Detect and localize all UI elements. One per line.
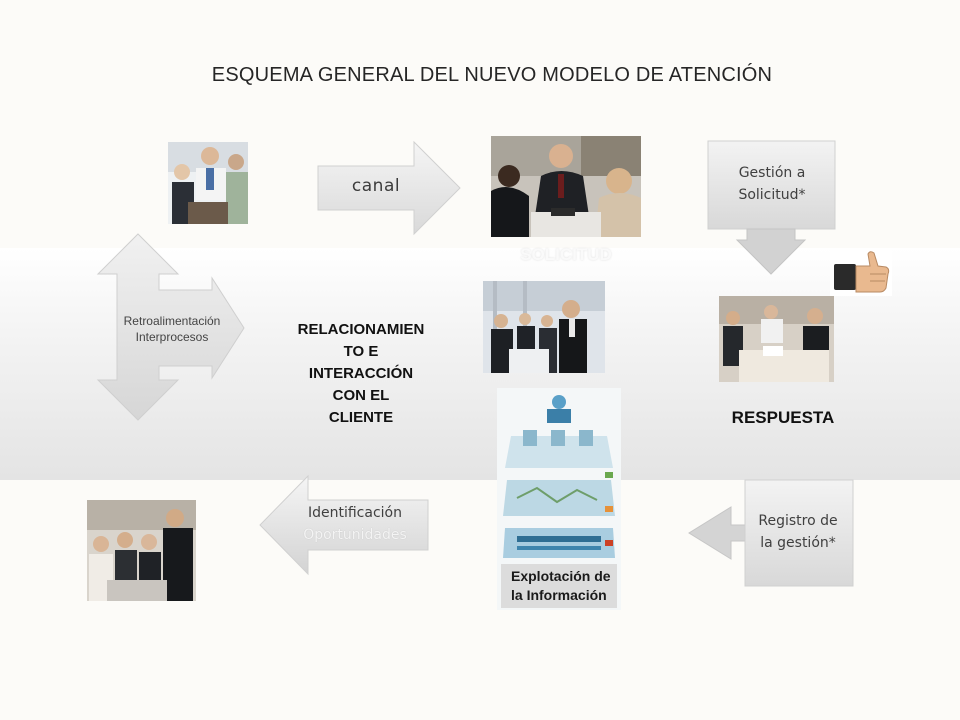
gestion-solicitud-label: Gestión a Solicitud* (712, 162, 832, 206)
relacionamiento-line-1: RELACIONAMIEN (297, 321, 425, 338)
relacionamiento-line-2: TO E (343, 343, 379, 360)
registro-gestion-label: Registro de la gestión* (748, 510, 848, 554)
identificacion-line1: Identificación (307, 505, 402, 521)
retro-line1: Retroalimentación (123, 314, 221, 328)
registro-line2: la gestión* (760, 535, 836, 551)
gestion-line2: Solicitud* (738, 187, 806, 203)
gestion-line1: Gestión a (738, 165, 806, 181)
identificacion-label: Identificación Oportunidades (290, 502, 420, 546)
canal-label: canal (351, 176, 401, 196)
explotacion-line2: la Información (511, 587, 607, 603)
thumbs-up-icon (830, 250, 892, 296)
explotacion-label: Explotación de la Información (501, 567, 627, 605)
explotacion-line1: Explotación de (511, 568, 611, 584)
retroalimentacion-arrow (96, 233, 245, 421)
registro-line1: Registro de (758, 513, 838, 529)
relacionamiento-label: RELACIONAMIEN TO E INTERACCIÓN CON EL CL… (276, 319, 446, 429)
relacionamiento-line-3: INTERACCIÓN (308, 365, 414, 382)
photo-group (87, 500, 196, 601)
retroalimentacion-label: Retroalimentación Interprocesos (104, 313, 240, 345)
solicitud-label: SOLICITUD (520, 245, 612, 264)
identificacion-arrow (259, 474, 429, 576)
page-title: ESQUEMA GENERAL DEL NUEVO MODELO DE ATEN… (211, 64, 773, 86)
relacionamiento-line-5: CLIENTE (328, 409, 394, 426)
relacionamiento-line-4: CON EL (332, 387, 390, 404)
explotacion-info-image (497, 388, 621, 610)
photo-respuesta (719, 296, 834, 382)
photo-meeting-small (168, 142, 248, 224)
registro-gestion-arrow (688, 479, 854, 587)
photo-team (483, 281, 605, 373)
retro-line2: Interprocesos (135, 330, 209, 344)
gestion-solicitud-arrow (707, 140, 836, 275)
identificacion-line2: Oportunidades (303, 527, 407, 543)
photo-business-meeting (491, 136, 641, 237)
canal-arrow (317, 140, 461, 236)
respuesta-label: RESPUESTA (731, 408, 835, 427)
